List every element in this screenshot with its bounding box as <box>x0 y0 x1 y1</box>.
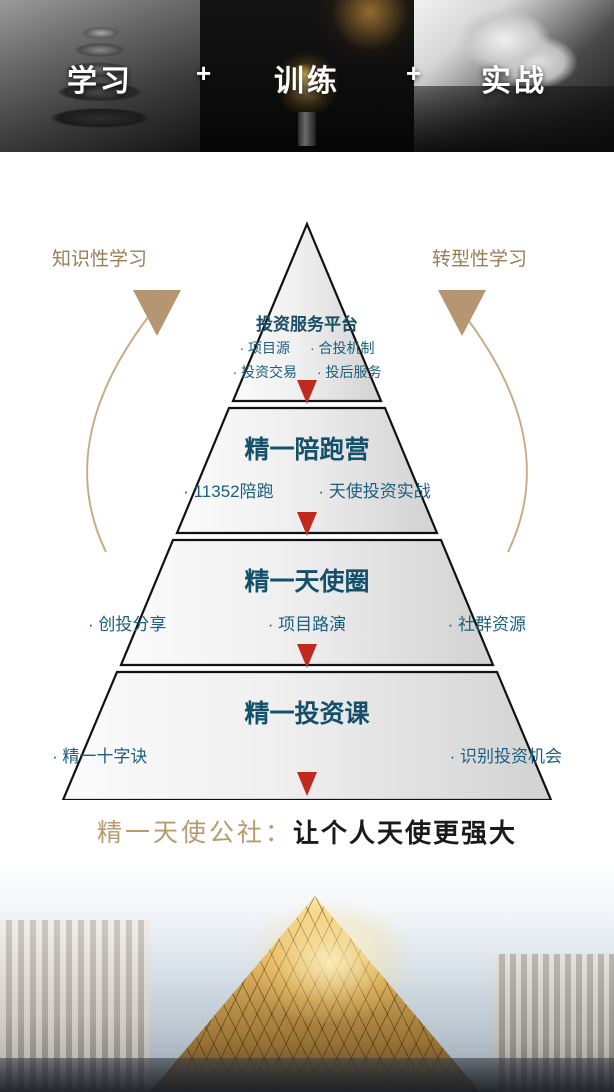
tagline-highlight: 让个人天使更强大 <box>293 818 518 848</box>
tier-marker-1-icon <box>297 380 317 404</box>
stones-photo <box>0 0 200 152</box>
louvre-pyramid-photo <box>0 862 614 1092</box>
tier-1-items-row-2: · 投资交易 · 投后服务 <box>0 362 614 382</box>
tier-marker-4-icon <box>297 772 317 796</box>
banner-cell-practice: 实战 <box>414 0 614 152</box>
tier-marker-2-icon <box>297 512 317 536</box>
tier-2-item-1: · 11352陪跑 <box>183 482 274 501</box>
tier-4-item-1: · 精一十字诀 <box>52 747 148 766</box>
banner-cell-training: 训练 <box>200 0 414 152</box>
tier-3-item-3: · 社群资源 <box>447 615 526 634</box>
pyramid-diagram: 知识性学习 转型性学习 投资服务平台 · 项目源 · 合投机制 · 投资交易 ·… <box>0 152 614 800</box>
banner-cell-study: 学习 <box>0 0 200 152</box>
left-curved-arrow-line <box>86 311 153 553</box>
banner-plus-separator-1: + <box>196 58 212 88</box>
tagline-prefix: 精一天使公社： <box>96 820 293 847</box>
tier-4-title: 精一投资课 <box>244 700 370 728</box>
pyramid-shape-svg <box>61 221 553 800</box>
handshake-photo <box>414 0 614 152</box>
photo-pyramid-glow <box>250 902 410 1022</box>
tier-1-items-row-1: · 项目源 · 合投机制 <box>0 338 614 358</box>
pyramid-tier-4 <box>61 670 553 800</box>
left-arrow-head-icon <box>133 290 181 336</box>
tier-1-item-4: · 投后服务 <box>316 364 382 380</box>
photo-ground <box>0 1058 614 1092</box>
banner-plus-separator-2: + <box>406 58 422 88</box>
right-curved-arrow-line <box>461 311 528 553</box>
side-label-left: 知识性学习 <box>52 249 148 270</box>
tier-marker-3-icon <box>297 644 317 668</box>
tier-2-item-2: · 天使投资实战 <box>318 482 431 501</box>
banner-label-training: 训练 <box>274 65 340 98</box>
tier-1-item-2: · 合投机制 <box>309 340 375 356</box>
top-banner: 学习 训练 实战 + + <box>0 0 614 152</box>
tier-1-title: 投资服务平台 <box>256 315 358 334</box>
tier-2-title: 精一陪跑营 <box>244 436 370 464</box>
tier-3-item-1: · 创投分享 <box>88 615 167 634</box>
pyramid-tier-3 <box>119 538 495 667</box>
tier-3-items-row: · 创投分享 · 项目路演 · 社群资源 <box>88 610 526 635</box>
pyramid-tier-2 <box>175 406 439 535</box>
tier-2-items-row: · 11352陪跑 · 天使投资实战 <box>0 477 614 502</box>
tier-3-title: 精一天使圈 <box>244 568 370 596</box>
right-arrow-head-icon <box>438 290 486 336</box>
lightbulb-base-icon <box>298 112 316 146</box>
tier-3-item-2: · 项目路演 <box>267 615 347 634</box>
tier-1-item-1: · 项目源 <box>239 340 291 356</box>
tagline: 精一天使公社： 让个人天使更强大 <box>0 800 614 862</box>
tier-4-items-row: · 精一十字诀 · 识别投资机会 <box>52 742 562 767</box>
banner-label-practice: 实战 <box>481 65 547 98</box>
tier-1-item-3: · 投资交易 <box>232 364 298 380</box>
tier-4-item-2: · 识别投资机会 <box>449 747 562 766</box>
banner-label-study: 学习 <box>67 65 133 98</box>
side-label-right: 转型性学习 <box>432 249 528 270</box>
